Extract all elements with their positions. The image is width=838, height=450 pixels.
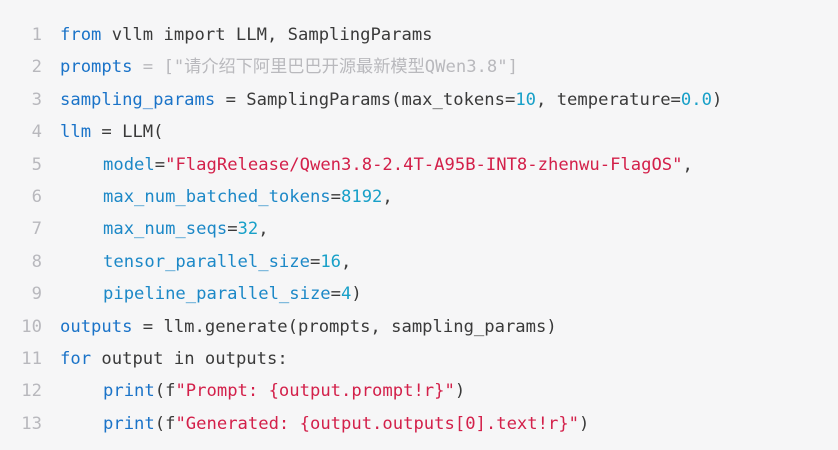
code-text: (f bbox=[154, 413, 176, 434]
code-text: ) bbox=[454, 381, 466, 402]
number-literal: 10 bbox=[515, 89, 537, 110]
line-number: 1 bbox=[31, 25, 42, 45]
argument-name: pipeline_parallel_size bbox=[103, 284, 331, 305]
code-text: (f bbox=[154, 381, 176, 402]
code-text: ) bbox=[579, 413, 590, 434]
code-text: = LLM( bbox=[91, 122, 164, 143]
string-literal: "FlagRelease/Qwen3.8-2.4T-A95B-INT8-zhen… bbox=[165, 154, 683, 175]
function-print: print bbox=[103, 381, 155, 402]
string-literal: "Prompt: {output.prompt!r}" bbox=[175, 381, 455, 402]
code-text: = bbox=[132, 57, 164, 78]
code-line: 5 model="FlagRelease/Qwen3.8-2.4T-A95B-I… bbox=[0, 149, 838, 181]
variable-outputs: outputs bbox=[60, 316, 133, 337]
code-text: = llm.generate(prompts, sampling_params) bbox=[132, 316, 557, 337]
line-number: 5 bbox=[31, 154, 42, 175]
code-text: ) bbox=[351, 284, 362, 305]
keyword-from: from bbox=[60, 25, 102, 45]
code-line: 13 print(f"Generated: {output.outputs[0]… bbox=[0, 408, 838, 440]
code-text: = bbox=[227, 219, 238, 240]
code-line: 2 prompts = ["请介绍下阿里巴巴开源最新模型QWen3.8"] bbox=[0, 51, 838, 83]
code-text: , bbox=[382, 186, 393, 207]
code-text: ) bbox=[711, 89, 723, 110]
code-text: = bbox=[330, 186, 342, 207]
function-print: print bbox=[103, 413, 155, 434]
code-text: = SamplingParams(max_tokens= bbox=[215, 89, 516, 110]
number-literal: 4 bbox=[341, 284, 352, 305]
string-literal: "Generated: {output.outputs[0].text!r}" bbox=[175, 413, 580, 434]
string-literal: ["请介绍下阿里巴巴开源最新模型QWen3.8"] bbox=[163, 57, 518, 78]
number-literal: 16 bbox=[320, 251, 342, 272]
number-literal: 0.0 bbox=[680, 89, 712, 110]
code-text: = bbox=[309, 251, 321, 272]
variable-sampling-params: sampling_params bbox=[60, 89, 216, 110]
code-text: = bbox=[330, 284, 342, 305]
code-text: output bbox=[91, 348, 174, 369]
code-line: 3 sampling_params = SamplingParams(max_t… bbox=[0, 84, 838, 116]
line-number: 13 bbox=[21, 413, 42, 434]
code-line: 9 pipeline_parallel_size=4) bbox=[0, 278, 838, 310]
keyword-in: in bbox=[173, 348, 195, 369]
argument-name: tensor_parallel_size bbox=[103, 251, 310, 272]
code-line: 11 for output in outputs: bbox=[0, 343, 838, 375]
code-line: 1 from vllm import LLM, SamplingParams bbox=[0, 19, 838, 51]
line-number: 8 bbox=[31, 251, 42, 272]
number-literal: 32 bbox=[237, 219, 259, 240]
line-number: 3 bbox=[31, 89, 42, 110]
line-number: 12 bbox=[21, 381, 42, 402]
variable-prompts: prompts bbox=[60, 57, 133, 78]
line-number: 6 bbox=[31, 186, 42, 207]
line-number: 2 bbox=[31, 57, 42, 78]
line-number: 11 bbox=[21, 348, 42, 369]
code-line: 12 print(f"Prompt: {output.prompt!r}") bbox=[0, 375, 838, 407]
code-text: outputs: bbox=[194, 348, 288, 369]
code-text: vllm import LLM, SamplingParams bbox=[101, 25, 433, 45]
code-text: , bbox=[258, 219, 269, 240]
argument-name: max_num_batched_tokens bbox=[103, 186, 331, 207]
code-text: , temperature= bbox=[536, 89, 681, 110]
line-number: 4 bbox=[31, 122, 42, 143]
code-line: 6 max_num_batched_tokens=8192, bbox=[0, 181, 838, 213]
line-number: 9 bbox=[31, 284, 42, 305]
keyword-for: for bbox=[60, 348, 92, 369]
code-line: 4 llm = LLM( bbox=[0, 116, 838, 148]
code-text: , bbox=[682, 154, 693, 175]
number-literal: 8192 bbox=[341, 186, 383, 207]
code-line: 10 outputs = llm.generate(prompts, sampl… bbox=[0, 311, 838, 343]
argument-name: model bbox=[103, 154, 155, 175]
argument-name: max_num_seqs bbox=[103, 219, 228, 240]
line-number: 7 bbox=[31, 219, 42, 240]
code-text: = bbox=[154, 154, 166, 175]
code-text: , bbox=[341, 251, 352, 272]
code-line: 7 max_num_seqs=32, bbox=[0, 213, 838, 245]
variable-llm: llm bbox=[60, 122, 92, 143]
code-line: 8 tensor_parallel_size=16, bbox=[0, 246, 838, 278]
line-number: 10 bbox=[21, 316, 42, 337]
